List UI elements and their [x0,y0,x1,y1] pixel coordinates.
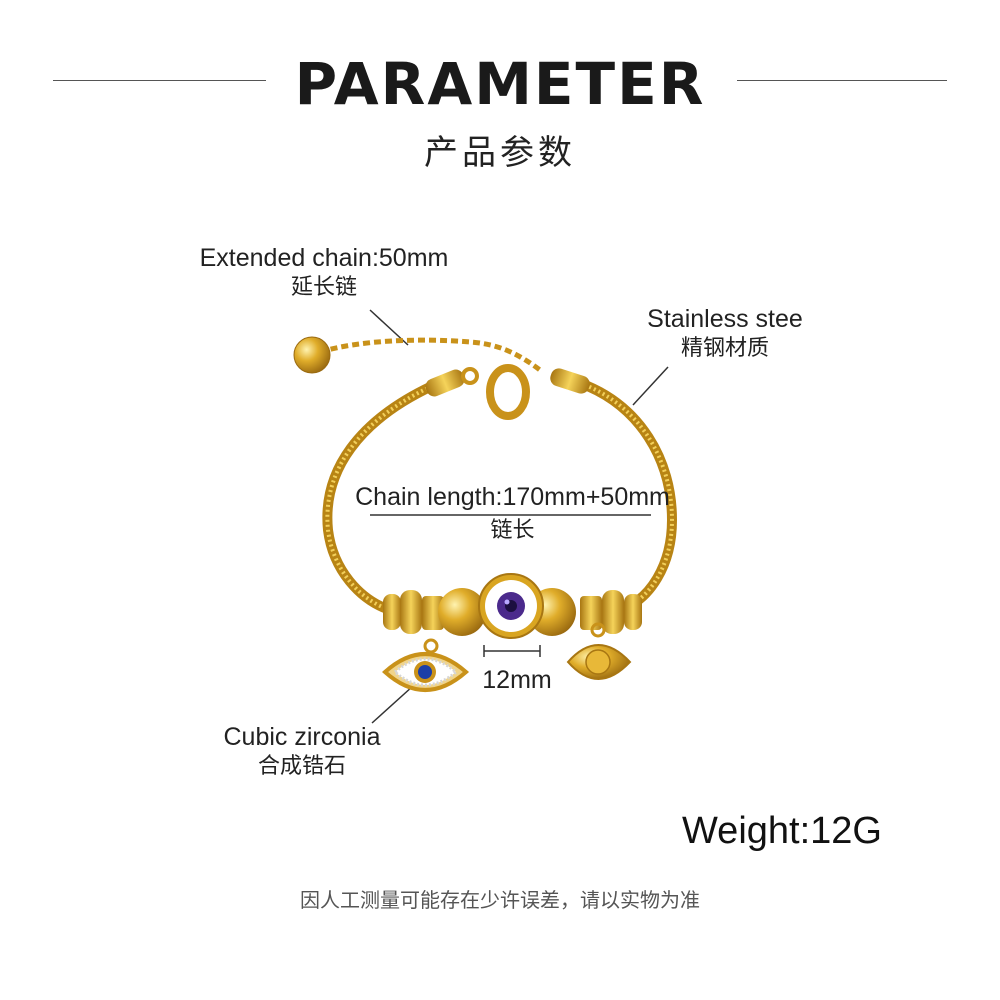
measurement-disclaimer: 因人工测量可能存在少许误差，请以实物为准 [300,888,700,912]
material-cn: 精钢材质 [680,336,769,361]
title-rule-right [737,80,947,81]
stone-en: Cubic zirconia [223,723,381,751]
chain-length-cn: 链长 [490,518,535,543]
title-rule-left [53,80,266,81]
material-en: Stainless stee [647,305,803,333]
chain-length-en: Chain length:170mm+50mm [355,483,670,511]
extended-chain-en: Extended chain:50mm [199,244,449,272]
extended-chain-cn: 延长链 [290,275,357,300]
charm-size-label: 12mm [482,666,552,694]
extended-chain-label: Extended chain:50mm 延长链 [180,243,468,303]
page-title: PARAMETER [294,50,706,118]
chain-length-label: Chain length:170mm+50mm 链长 [340,482,685,546]
weight-label: Weight:12G [682,810,882,852]
stone-label: Cubic zirconia 合成锆石 [203,722,401,782]
stone-cn: 合成锆石 [257,754,346,779]
material-label: Stainless stee 精钢材质 [630,304,820,364]
page-subtitle: 产品参数 [424,133,576,173]
